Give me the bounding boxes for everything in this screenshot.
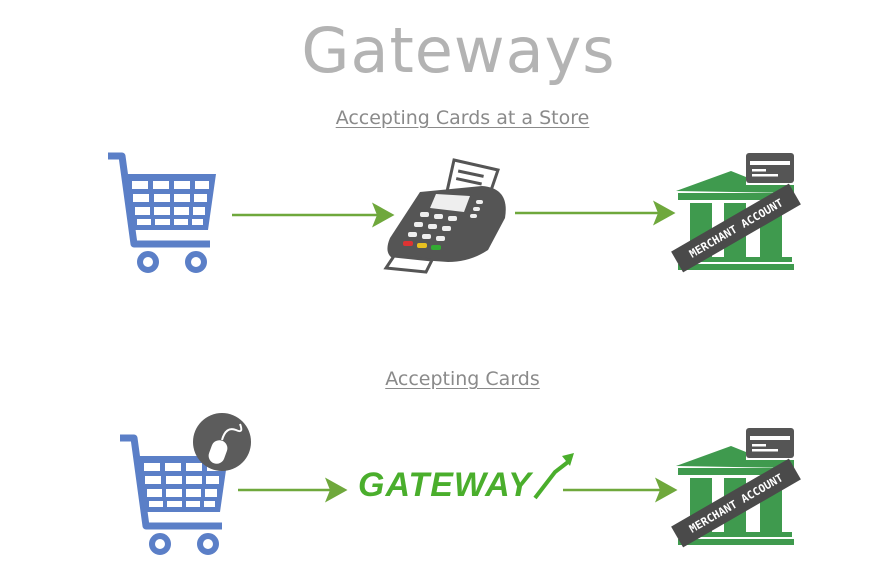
- gateway-logo: GATEWAY: [358, 466, 532, 504]
- card-terminal-icon: [383, 158, 506, 274]
- row1-heading: Accepting Cards at a Store: [335, 107, 590, 129]
- gateway-check-arrow: [533, 460, 570, 500]
- slide-title: Gateways: [301, 14, 616, 87]
- mouse-icon: [193, 413, 251, 471]
- row2-heading: Accepting Cards: [385, 368, 540, 390]
- gateway-arrowhead: [562, 453, 574, 466]
- shopping-cart-icon: [108, 156, 216, 270]
